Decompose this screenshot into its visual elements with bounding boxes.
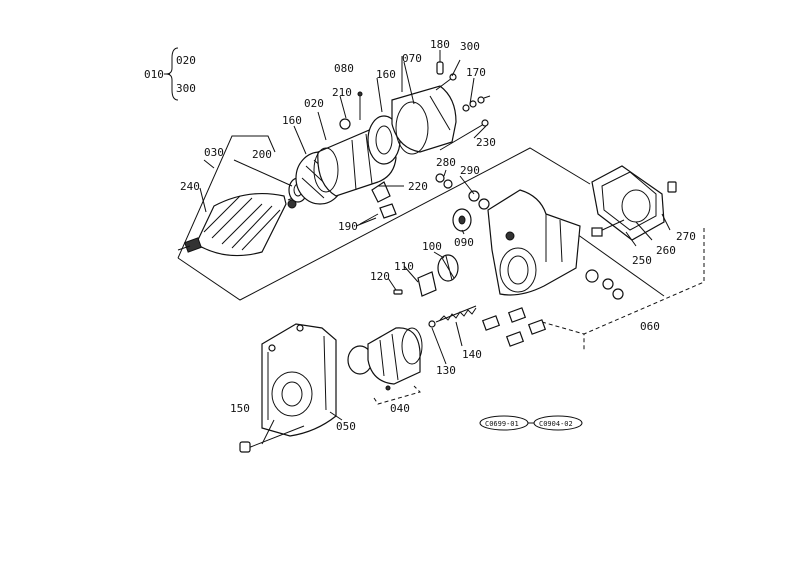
callout-290: 290 — [460, 164, 480, 177]
gear-housing — [487, 189, 581, 296]
contact-plates — [481, 307, 547, 347]
callout-010: 010 — [144, 68, 164, 81]
brush-220 — [359, 181, 397, 225]
callout-280: 280 — [436, 156, 456, 169]
callout-300: 300 — [460, 40, 480, 53]
callout-010-020: 020 — [176, 54, 196, 67]
callout-200: 200 — [252, 148, 272, 161]
solenoid-250 — [591, 165, 665, 241]
callout-170: 170 — [466, 66, 486, 79]
callout-210: 210 — [332, 86, 352, 99]
callout-020: 020 — [304, 97, 324, 110]
screw-270 — [667, 181, 677, 193]
callout-080: 080 — [334, 62, 354, 75]
drive-frame-dashed-2 — [541, 321, 585, 335]
callout-160-right: 160 — [376, 68, 396, 81]
bolt-150 — [239, 425, 305, 453]
callout-150: 150 — [230, 402, 250, 415]
gear-090 — [452, 208, 472, 232]
ref-tag-2: C0904-02 — [539, 420, 573, 428]
bolt-300 — [435, 73, 457, 91]
nuts-280-290 — [435, 173, 490, 210]
callout-100: 100 — [422, 240, 442, 253]
upper-assembly-outline — [177, 147, 591, 301]
callout-130: 130 — [436, 364, 456, 377]
callout-060: 060 — [640, 320, 660, 333]
ref-tag-2-outline — [533, 415, 583, 431]
leader-lines — [164, 47, 671, 445]
callout-040: 040 — [390, 402, 410, 415]
callout-110: 110 — [394, 260, 414, 273]
gear-100 — [437, 254, 459, 282]
callout-120: 120 — [370, 270, 390, 283]
bolt-180 — [436, 50, 444, 75]
nut-210 — [339, 118, 351, 130]
front-housing-050 — [261, 323, 337, 437]
callout-030: 030 — [204, 146, 224, 159]
callout-010-300: 300 — [176, 82, 196, 95]
callout-090: 090 — [454, 236, 474, 249]
spring-140 — [435, 305, 477, 323]
callout-250: 250 — [632, 254, 652, 267]
callout-260: 260 — [656, 244, 676, 257]
shift-lever-110 — [417, 271, 437, 297]
callout-070: 070 — [402, 52, 422, 65]
callout-labels: 010 020 300 020 030 040 050 060 070 080 … — [144, 38, 696, 433]
drive-frame-dashed — [583, 228, 705, 352]
rear-housing-070 — [391, 56, 457, 155]
callout-190: 190 — [338, 220, 358, 233]
callout-180: 180 — [430, 38, 450, 51]
through-bolt-230 — [439, 119, 489, 151]
callout-050: 050 — [336, 420, 356, 433]
reference-tags: C0699-01 C0904-02 — [479, 415, 583, 431]
callout-240: 240 — [180, 180, 200, 193]
callout-230: 230 — [476, 136, 496, 149]
plunger-130 — [428, 320, 447, 365]
callout-270: 270 — [676, 230, 696, 243]
terminal-nuts — [585, 269, 624, 300]
washers-170 — [462, 95, 491, 112]
callout-140: 140 — [462, 348, 482, 361]
armature — [177, 192, 299, 257]
ref-tag-1: C0699-01 — [485, 420, 519, 428]
pinion-bracket — [373, 385, 421, 405]
callout-220: 220 — [408, 180, 428, 193]
pinion-clutch-040 — [347, 327, 423, 391]
pin-120 — [393, 289, 403, 295]
callout-160-left: 160 — [282, 114, 302, 127]
